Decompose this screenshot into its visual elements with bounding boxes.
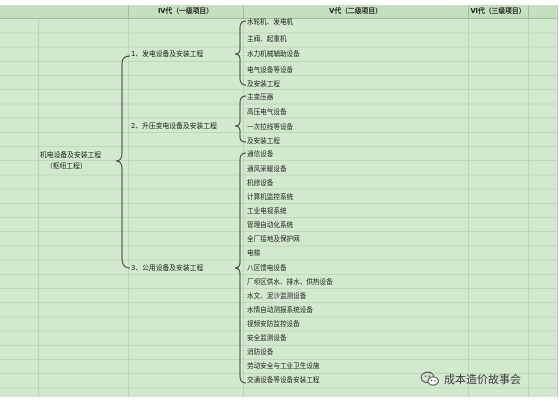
group2-item[interactable]: 主变压器 xyxy=(247,93,274,101)
group3-item[interactable]: 全厂接地及保护网 xyxy=(247,235,300,243)
level1-item[interactable]: 1、发电设备及安装工程 xyxy=(131,50,204,58)
group2-item[interactable]: 一次拉线等设备 xyxy=(247,123,294,131)
watermark: 成本造价故事会 xyxy=(420,370,550,388)
group3-bracket xyxy=(234,152,247,384)
group3-item[interactable]: 通信设备 xyxy=(247,150,274,158)
group3-item[interactable]: 视频安防监控设备 xyxy=(247,320,300,328)
group3-item[interactable]: 安全监测设备 xyxy=(247,334,287,342)
group3-item[interactable]: 工业电视系统 xyxy=(247,207,287,215)
group3-item[interactable]: 劳动安全与工业卫生设施 xyxy=(247,362,320,370)
group2-item[interactable]: 及安装工程 xyxy=(247,137,280,145)
header-row xyxy=(0,5,557,19)
group3-item[interactable]: 消防设备 xyxy=(247,348,274,356)
root-label-line2[interactable]: （枢纽工程） xyxy=(46,162,87,170)
group3-item[interactable]: 电梯 xyxy=(247,249,261,257)
group3-item[interactable]: 厂坝区供水、排水、供热设备 xyxy=(247,278,333,286)
header-cell-empty[interactable] xyxy=(0,5,129,18)
root-label-line1[interactable]: 机电设备及安装工程 xyxy=(40,151,102,159)
column-line xyxy=(468,5,469,397)
watermark-text: 成本造价故事会 xyxy=(444,373,521,386)
group1-item[interactable]: 水力机械辅助设备 xyxy=(247,50,300,58)
group3-item[interactable]: 八区馈电设备 xyxy=(247,264,287,272)
header-col-vi[interactable]: Ⅵ代（三级项目） xyxy=(468,5,529,18)
group2-bracket xyxy=(234,95,247,143)
spreadsheet-grid xyxy=(0,5,558,397)
group3-item[interactable]: 交通设备等设备安装工程 xyxy=(247,376,320,384)
group1-item[interactable]: 水轮机、发电机 xyxy=(247,18,294,26)
group2-item[interactable]: 高压电气设备 xyxy=(247,108,287,116)
group3-item[interactable]: 管理自动化系统 xyxy=(247,221,294,229)
level1-item[interactable]: 2、升压变电设备及安装工程 xyxy=(131,122,217,130)
column-line xyxy=(38,5,39,397)
column-line xyxy=(243,5,244,397)
group1-item[interactable]: 电气设备等设备 xyxy=(247,66,294,74)
wechat-icon xyxy=(420,371,439,386)
header-col-v[interactable]: Ⅴ代（二级项目） xyxy=(243,5,469,18)
group1-bracket xyxy=(234,20,247,86)
header-col-iv[interactable]: Ⅳ代（一级项目） xyxy=(128,5,244,18)
group3-item[interactable]: 机修设备 xyxy=(247,179,274,187)
group1-item[interactable]: 主阀、起重机 xyxy=(247,35,287,43)
group3-item[interactable]: 水文、泥沙监测设备 xyxy=(247,292,307,300)
group1-item[interactable]: 及安装工程 xyxy=(247,80,280,88)
group3-item[interactable]: 水情自动测报系统设备 xyxy=(247,306,313,314)
column-line xyxy=(528,5,529,397)
group3-item[interactable]: 通风采暖设备 xyxy=(247,165,287,173)
group3-item[interactable]: 计算机监控系统 xyxy=(247,193,294,201)
level1-item[interactable]: 3、公用设备及安装工程 xyxy=(131,264,204,272)
column-line xyxy=(128,5,129,397)
root-bracket xyxy=(115,55,131,269)
